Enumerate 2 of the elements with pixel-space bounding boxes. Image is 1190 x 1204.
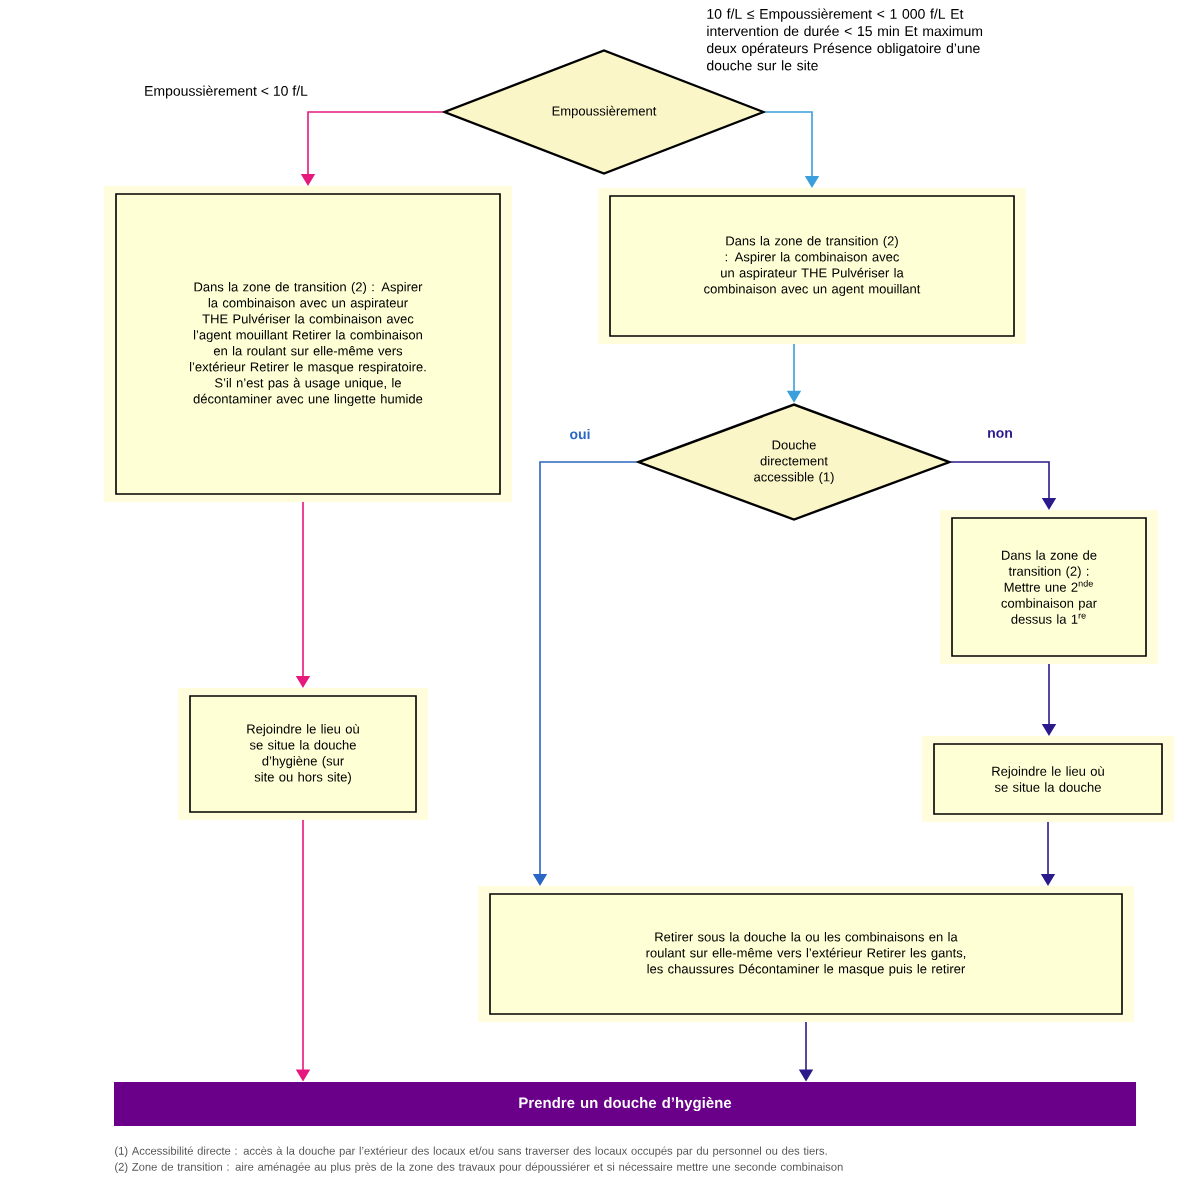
arrow <box>764 111 820 188</box>
arrow <box>950 461 1057 510</box>
